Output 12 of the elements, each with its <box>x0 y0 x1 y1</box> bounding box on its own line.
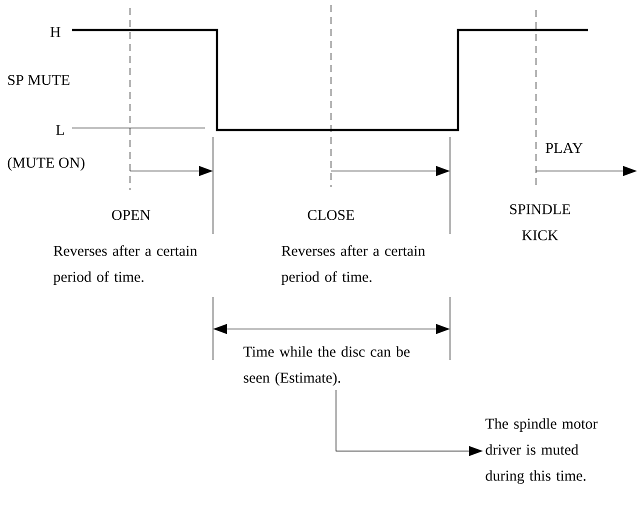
label-text: OPEN <box>112 210 150 220</box>
annotation-text: The spindle motor driver is muted during this time. <box>485 418 598 484</box>
label-text: SP MUTE <box>8 74 70 86</box>
label-text: H <box>50 27 60 37</box>
label-text: PLAY <box>546 143 583 153</box>
label-text: (MUTE ON) <box>8 157 84 171</box>
label-text: SPINDLE KICK <box>510 204 570 240</box>
label-text: Reverses after a certain period of time. <box>53 245 198 285</box>
label-text: L <box>56 125 64 135</box>
label-text: CLOSE <box>308 210 354 220</box>
annotation-text: Time while the disc can be seen (Estimate). <box>243 346 410 386</box>
label-text: Reverses after a certain period of time. <box>281 245 426 285</box>
